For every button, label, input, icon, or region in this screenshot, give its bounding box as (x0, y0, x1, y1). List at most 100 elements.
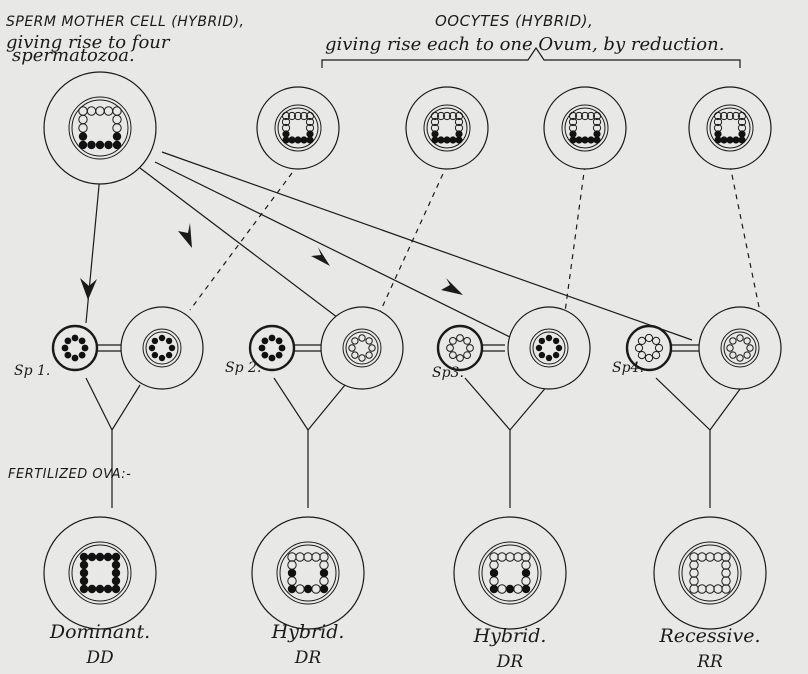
oocyte-1-chromosome-8 (306, 136, 314, 144)
oocyte-4-chromosome-15 (713, 117, 723, 127)
sperm-4-chromosome-5 (637, 336, 647, 345)
result-code-4: RR (697, 652, 723, 672)
sperm-cells (51, 324, 673, 372)
fert-dr-2-chromosome-8 (521, 584, 531, 594)
result-name-2: Hybrid. (271, 621, 345, 643)
fert-dr-1-chromosome-12 (287, 584, 297, 594)
oocyte-1 (256, 86, 340, 170)
result-code-2: DR (294, 648, 322, 668)
fert-dd-chromosome-9 (103, 584, 113, 594)
sperm-1-chromosome-6 (71, 334, 79, 342)
oocyte-2-chromosome-4 (454, 111, 464, 121)
sperm-3-chromosome-3 (449, 351, 457, 360)
sperm-3-chromosome-6 (456, 334, 464, 342)
sperm-4-chromosome-2 (644, 353, 654, 363)
ovum-2-chromosome-7 (365, 337, 373, 345)
oocyte-3-chromosome-9 (587, 136, 595, 144)
mother-chromosome-7 (112, 132, 122, 141)
ovum-4-chromosome-4 (726, 344, 734, 352)
ovum-2 (320, 306, 404, 390)
ovum-4-chromosome-2 (736, 354, 744, 362)
oocyte-2-chromosome-14 (430, 123, 440, 133)
oocyte-2-chromosome-1 (436, 111, 446, 121)
ovum-3-chromosome-3 (538, 351, 546, 359)
mother-chromosome-15 (78, 114, 88, 125)
sperm-1-chromosome-7 (78, 337, 86, 345)
arrowhead-1 (80, 278, 97, 300)
oocyte-2-chromosome-5 (454, 117, 464, 127)
sperm-2-chromosome-7 (275, 337, 283, 345)
chromosome-groups (61, 106, 754, 594)
result-name-4: Recessive. (659, 625, 761, 647)
arrowhead-2 (178, 223, 192, 248)
ovum-2-chromosome-3 (351, 351, 359, 359)
oocyte-4-chromosome-7 (738, 130, 746, 138)
oocyte-2-chromosome-0 (430, 111, 440, 121)
sperm-label-3: Sp3. (432, 365, 464, 381)
oocyte-4-chromosome-12 (714, 136, 722, 144)
oocyte-3-chromosome-2 (580, 111, 590, 121)
oocyte-4-chromosome-3 (731, 111, 741, 121)
oocyte-2-chromosome-2 (442, 111, 452, 121)
oocyte-1-chromosome-4 (305, 111, 315, 121)
sperm-1-chromosome-1 (78, 351, 86, 359)
oocyte-3-chromosome-14 (568, 123, 578, 133)
sperm-mother-subtitle: giving rise to four (6, 32, 170, 53)
sperm-2-chromosome-5 (261, 337, 269, 345)
ovum-3-chromosome-4 (535, 344, 543, 352)
ovum-2-chromosome-4 (348, 344, 356, 352)
oocyte-2-chromosome-7 (455, 130, 463, 138)
mother-chromosome-11 (87, 140, 96, 150)
fert-dr-1-chromosome-10 (303, 584, 313, 594)
fertilized-ovum-dd (43, 516, 157, 630)
fert-dd-chromosome-4 (111, 552, 121, 562)
oocyte-4-chromosome-1 (719, 111, 729, 121)
oocyte-3-chromosome-7 (593, 130, 601, 138)
oocyte-3-chromosome-12 (569, 136, 577, 144)
oocyte-1-chromosome-10 (294, 136, 302, 144)
ovum-3-chromosome-0 (555, 344, 563, 352)
fert-dr-2-chromosome-6 (521, 568, 531, 578)
sperm-3-chromosome-0 (466, 344, 474, 352)
mother-chromosome-9 (104, 140, 113, 150)
sperm-label-4: Sp4. (612, 360, 644, 376)
oocyte-4-chromosome-4 (737, 111, 747, 121)
ovum-1-chromosome-7 (165, 337, 173, 345)
oocyte-3-chromosome-0 (568, 111, 578, 121)
sperm-1-chromosome-5 (64, 337, 72, 345)
fert-rr-chromosome-15 (689, 560, 699, 570)
sperm-mother-title: SPERM MOTHER CELL (HYBRID), (6, 14, 245, 30)
sperm-2-chromosome-2 (268, 354, 276, 362)
ovum-3 (507, 306, 591, 390)
sperm-4-chromosome-4 (634, 343, 644, 353)
sperm-1-chromosome-0 (81, 344, 89, 352)
ovum-4-chromosome-7 (743, 337, 751, 345)
oocyte-3-chromosome-4 (592, 111, 602, 121)
sperm-1 (51, 324, 99, 372)
sperm-mother-subtitle-2: spermatozoa. (12, 45, 135, 66)
oocyte-2-chromosome-13 (431, 130, 439, 138)
oocyte-1-chromosome-2 (293, 111, 303, 121)
sperm-3-chromosome-7 (463, 337, 472, 345)
oocyte-3-chromosome-8 (593, 136, 601, 144)
oocyte-4-chromosome-10 (726, 136, 734, 144)
fert-dr-1-chromosome-14 (287, 568, 297, 578)
ovum-4-chromosome-5 (729, 337, 737, 345)
ovum-1-chromosome-1 (165, 351, 173, 359)
ovum-1-chromosome-5 (151, 337, 159, 345)
sperm-4-chromosome-7 (652, 336, 661, 345)
ovum-1 (120, 306, 204, 390)
ovum-3-chromosome-7 (552, 337, 560, 345)
cell-outlines (43, 71, 782, 630)
ovum-4-chromosome-0 (746, 344, 754, 352)
oocyte-4-chromosome-14 (713, 123, 723, 133)
sperm-2-chromosome-3 (261, 351, 269, 359)
ovum-1-chromosome-4 (148, 344, 156, 352)
oocyte-3-chromosome-1 (574, 111, 584, 121)
oocyte-1-chromosome-14 (281, 123, 291, 133)
result-name-1: Dominant. (49, 621, 151, 643)
fert-dd-chromosome-8 (111, 584, 121, 594)
oocyte-4-chromosome-13 (714, 130, 722, 138)
oocyte-4-chromosome-2 (725, 111, 735, 121)
fert-dd-chromosome-15 (79, 560, 89, 570)
